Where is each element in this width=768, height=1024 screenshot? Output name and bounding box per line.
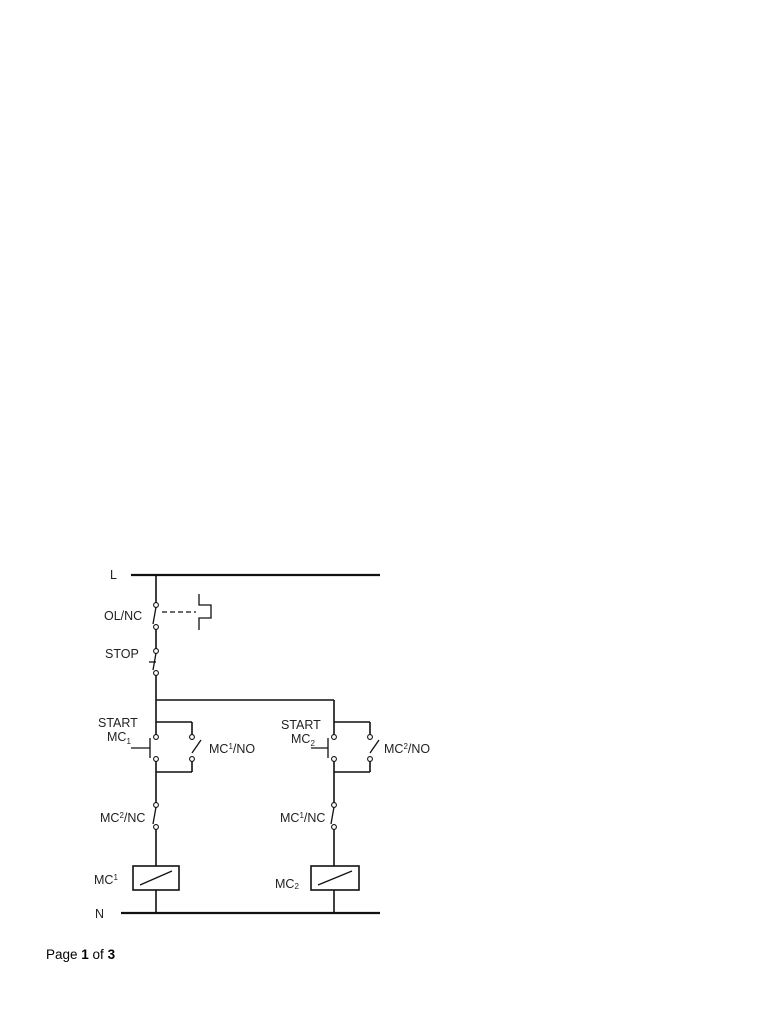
hold-2-sub: 2 — [403, 742, 408, 751]
start-1-coil-sub: 1 — [126, 737, 131, 746]
footer-middle: of — [88, 947, 108, 962]
hold-2-suffix: /NO — [408, 742, 431, 756]
footer-prefix: Page — [46, 947, 82, 962]
start-1-label: START — [98, 716, 138, 730]
coil-1-label: MC1 — [94, 873, 118, 887]
interlock-1-suffix: /NC — [124, 811, 146, 825]
hold-1-suffix: /NO — [233, 742, 256, 756]
line-label: L — [110, 568, 117, 582]
overload-contact — [152, 594, 212, 630]
start-2-coil-text: MC — [291, 732, 310, 746]
interlock-1-label: MC2/NC — [100, 811, 145, 825]
coil-2-text: MC — [275, 877, 294, 891]
interlock-1-text: MC — [100, 811, 119, 825]
interlock-2-suffix: /NC — [304, 811, 326, 825]
interlock-1-sub: 2 — [119, 811, 124, 820]
footer-total-pages: 3 — [107, 947, 116, 962]
coil-2-sub: 2 — [294, 882, 299, 891]
start-button-1 — [131, 734, 159, 762]
interlock-2-label: MC1/NC — [280, 811, 325, 825]
hold-1-text: MC — [209, 742, 228, 756]
start-2-coil-sub: 2 — [310, 739, 315, 748]
coil-2-label: MC2 — [275, 877, 299, 891]
hold-contact-1 — [189, 734, 202, 762]
hold-contact-2 — [367, 734, 380, 762]
hold-2-text: MC — [384, 742, 403, 756]
interlock-contact-2 — [330, 802, 337, 830]
interlock-2-sub: 1 — [299, 811, 304, 820]
footer-current-page: 1 — [81, 947, 89, 962]
start-2-label: START — [281, 718, 321, 732]
start-2-coil-label: MC2 — [291, 732, 315, 748]
neutral-label: N — [95, 907, 104, 921]
start-1-coil-text: MC — [107, 730, 126, 744]
interlock-2-text: MC — [280, 811, 299, 825]
stop-label: STOP — [105, 647, 139, 661]
coil-1-text: MC — [94, 873, 113, 887]
hold-1-sub: 1 — [228, 742, 233, 751]
coil-2 — [310, 865, 360, 891]
coil-1 — [132, 865, 180, 891]
interlock-contact-1 — [152, 802, 159, 830]
stop-button — [149, 648, 159, 676]
overload-label: OL/NC — [104, 609, 142, 623]
page-footer: Page 1 of 3 — [46, 947, 115, 962]
coil-1-sub: 1 — [113, 873, 118, 882]
start-1-coil-label: MC1 — [107, 730, 131, 746]
hold-2-label: MC2/NO — [384, 742, 430, 756]
hold-1-label: MC1/NO — [209, 742, 255, 756]
